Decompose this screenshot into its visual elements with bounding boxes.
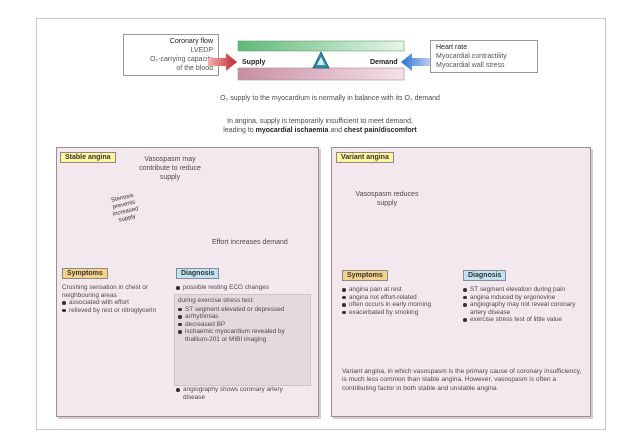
variant-angina-panel [331,147,591,417]
exercise-test-box [174,294,311,386]
stable-diag-last: angiography shows coronary artery diseas… [176,386,306,401]
stable-angina-title: Stable angina [60,152,116,163]
stable-diagnosis-title: Diagnosis [176,268,220,279]
list-item: decreased BP [178,321,306,329]
list-item: ST segment elevated or depressed [178,306,306,314]
list-item: angina not effort-related [342,294,452,302]
list-item: exercise stress test of little value [463,316,581,324]
variant-angina-title: Variant angina [336,152,394,163]
variant-vasospasm-label: Vasospasm reduces supply [355,191,419,207]
stable-symptoms-list: Crushing sensation in chest or neighbour… [62,284,166,314]
variant-diag-list: ST segment elevation during pain angina … [463,286,581,324]
supply-arrow-icon [208,53,237,71]
supply-bar [237,40,405,52]
stable-diag-list: during exercise stress test: ST segment … [178,297,306,344]
list-item: angina pain at rest [342,286,452,294]
demand-label: Demand [370,59,398,66]
supply-label: Supply [242,59,266,66]
list-item: ischaemic myocardium revealed by thalliu… [178,328,306,343]
base-bar [237,67,405,81]
demand-factors-box: Heart rate Myocardial contractility Myoc… [430,40,538,73]
variant-symptoms-list: angina pain at rest angina not effort-re… [342,286,452,316]
effort-label: Effort increases demand [212,239,288,246]
stable-symptoms-title: Symptoms [62,268,108,279]
list-item: angina induced by ergonovine [463,294,581,302]
list-item: often occurs in early morning [342,301,452,309]
list-item: relieved by rest or nitroglycerin [62,307,166,315]
list-item: exacerbated by smoking [342,309,452,317]
variant-footnote: Variant angina, in which vasospasm is th… [342,368,582,392]
supply-factors-box: Coronary flow LVEDP O₂-carrying capacity… [123,34,219,76]
stable-diag-first: possible resting ECG changes [176,284,306,292]
balance-note: O₂ supply to the myocardium is normally … [220,95,440,102]
stable-vasospasm-label: Vasospasm may contribute to reduce suppl… [139,156,201,181]
list-item: arrhythmias [178,313,306,321]
list-item: associated with effort [62,299,166,307]
angina-note: In angina, supply is temporarily insuffi… [223,118,417,134]
demand-arrow-icon [401,53,430,71]
variant-diagnosis-title: Diagnosis [463,270,507,281]
variant-symptoms-title: Symptoms [342,270,388,281]
list-item: ST segment elevation during pain [463,286,581,294]
list-item: angiography may not reveal coronary arte… [463,301,581,316]
